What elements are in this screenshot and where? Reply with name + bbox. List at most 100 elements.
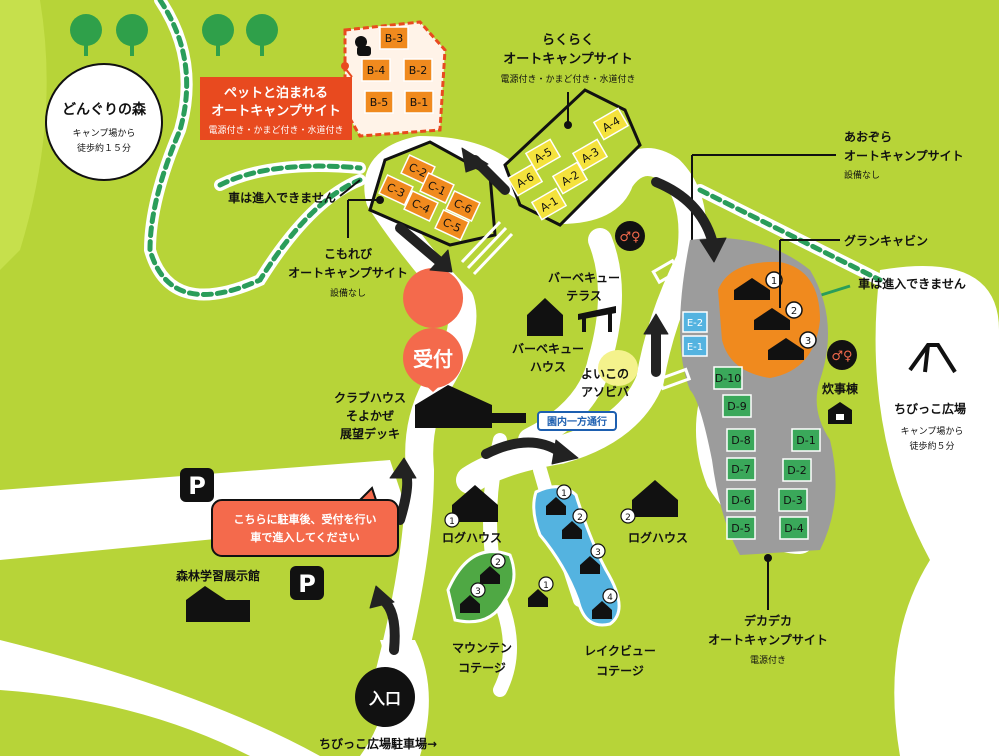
lakeview-cottage-area[interactable] xyxy=(532,485,621,627)
plot-d-10[interactable]: D-10 xyxy=(713,366,743,390)
tree-icon xyxy=(116,14,148,56)
cottage-number: 1 xyxy=(449,517,455,527)
reception-pin[interactable] xyxy=(403,268,464,392)
yoiko-label2: アソビバ xyxy=(581,384,629,399)
plot-c-5[interactable]: C-5 xyxy=(434,209,470,241)
plot-a-4[interactable]: A-4 xyxy=(592,107,630,141)
plot-e-2[interactable]: E-2 xyxy=(682,311,708,333)
clubhouse-label2: そよかぜ xyxy=(346,409,394,423)
plot-e-1[interactable]: E-1 xyxy=(682,335,708,357)
cabin-icon[interactable]: 3 xyxy=(768,331,817,360)
plot-a-3[interactable]: A-3 xyxy=(571,138,609,172)
plot-d-6[interactable]: D-6 xyxy=(726,488,756,512)
cabin-number: 1 xyxy=(771,276,777,287)
cabin-number: 2 xyxy=(791,306,797,317)
lakeview-cottage-icon[interactable]: 1 xyxy=(546,484,572,515)
bbq-house-icon[interactable] xyxy=(527,298,563,336)
donguri-note2: 徒歩約１５分 xyxy=(77,142,131,154)
dekadeka-facilities: 電源付き xyxy=(750,655,786,666)
bbq-terrace-icon[interactable] xyxy=(578,306,616,332)
oneway-sign xyxy=(537,411,617,431)
mountain-cottage-icon[interactable]: 2 xyxy=(480,553,506,584)
plot-d-2[interactable]: D-2 xyxy=(782,458,812,482)
log-house-icon[interactable] xyxy=(632,480,678,517)
plot-d-4[interactable]: D-4 xyxy=(779,516,809,540)
lakeview-cottage-icon[interactable]: 4 xyxy=(592,588,618,619)
mountain-cottage-icon[interactable]: 1 xyxy=(528,576,554,607)
plot-a-5[interactable]: A-5 xyxy=(524,138,562,172)
cabin-number: 3 xyxy=(805,336,811,347)
plot-d-1[interactable]: D-1 xyxy=(791,428,821,452)
notice-line1: こちらに駐車後、受付を行い xyxy=(234,512,377,526)
plot-b-5[interactable]: B-5 xyxy=(364,90,394,114)
pet-site-name1: ペットと泊まれる xyxy=(224,85,328,101)
log-cottage-icon[interactable]: 2 xyxy=(620,508,636,524)
slide-icon xyxy=(908,343,957,374)
pet-site[interactable]: B-3B-4 B-2B-5 B-1 xyxy=(343,20,447,138)
plot-d-7[interactable]: D-7 xyxy=(726,457,756,481)
plot-b-3[interactable]: B-3 xyxy=(379,26,409,50)
plot-b-2[interactable]: B-2 xyxy=(403,58,433,82)
parking-sign-top: P xyxy=(180,468,214,502)
plot-b-4[interactable]: B-4 xyxy=(361,58,391,82)
walking-paths xyxy=(143,0,886,301)
stairs xyxy=(460,220,692,391)
lakeview-cottage-icon[interactable]: 3 xyxy=(580,543,606,574)
log-house-label-left: ログハウス xyxy=(442,530,502,545)
komorebi-name2: オートキャンプサイト xyxy=(288,265,408,280)
plot-a-2[interactable]: A-2 xyxy=(551,161,589,195)
cabin-icon[interactable]: 1 xyxy=(734,271,783,300)
entrance-label: 入口 xyxy=(369,689,401,708)
trees xyxy=(70,14,278,56)
donguri-circle[interactable] xyxy=(45,63,163,181)
svg-text:P: P xyxy=(298,570,316,598)
cottage-number: 1 xyxy=(543,581,549,591)
pet-site-facilities: 電源付き・かまど付き・水道付き xyxy=(208,124,343,136)
plot-c-4[interactable]: C-4 xyxy=(403,190,439,222)
plot-d-3[interactable]: D-3 xyxy=(778,488,808,512)
cottage-number: 3 xyxy=(595,548,601,558)
notice-bubble: こちらに駐車後、受付を行い 車で進入してください xyxy=(211,486,399,557)
plot-label: D-9 xyxy=(727,400,746,413)
chibikko-title: ちびっこ広場 xyxy=(894,401,966,416)
clubhouse-icon[interactable] xyxy=(415,385,526,428)
grancabin-label: グランキャビン xyxy=(844,233,928,248)
plot-d-5[interactable]: D-5 xyxy=(726,516,756,540)
dekadeka-name2: オートキャンプサイト xyxy=(708,632,828,647)
lakeview-label2: コテージ xyxy=(596,664,644,678)
play-area[interactable] xyxy=(598,350,638,386)
donguri-title: どんぐりの森 xyxy=(62,101,147,118)
cabin-icon[interactable]: 2 xyxy=(754,301,803,330)
lakeview-cottage-icon[interactable]: 2 xyxy=(562,508,588,539)
cottage-number: 2 xyxy=(577,513,583,523)
plot-d-8[interactable]: D-8 xyxy=(726,428,756,452)
bbq-terrace-label2: テラス xyxy=(566,289,602,303)
komorebi-name1: こもれび xyxy=(324,246,373,261)
log-cottage-icon[interactable]: 1 xyxy=(444,512,460,528)
museum-icon[interactable] xyxy=(186,586,250,622)
plot-a-1[interactable]: A-1 xyxy=(530,187,568,221)
mountain-cottage-icon[interactable]: 3 xyxy=(460,582,486,613)
entrance-circle[interactable] xyxy=(355,667,415,727)
toilet-icon: ♂♀ xyxy=(615,221,645,251)
plot-d-9[interactable]: D-9 xyxy=(722,394,752,418)
plot-label: D-2 xyxy=(787,464,806,477)
plot-label: D-6 xyxy=(731,494,750,507)
plot-c-6[interactable]: C-6 xyxy=(445,190,481,222)
tree-icon xyxy=(202,14,234,56)
pet-site-name2: オートキャンプサイト xyxy=(211,104,341,119)
log-house-icon[interactable] xyxy=(452,485,498,522)
oneway-label: 園内一方通行 xyxy=(547,415,607,428)
svg-text:♂♀: ♂♀ xyxy=(831,349,852,364)
plot-c-3[interactable]: C-3 xyxy=(378,174,414,206)
plot-a-6[interactable]: A-6 xyxy=(506,163,544,197)
bbq-terrace-label1: バーベキュー xyxy=(548,271,620,285)
plot-c-1[interactable]: C-1 xyxy=(419,172,455,204)
plot-label: E-2 xyxy=(687,318,703,329)
dekadeka-name1: デカデカ xyxy=(744,613,792,628)
plot-b-1[interactable]: B-1 xyxy=(404,90,434,114)
